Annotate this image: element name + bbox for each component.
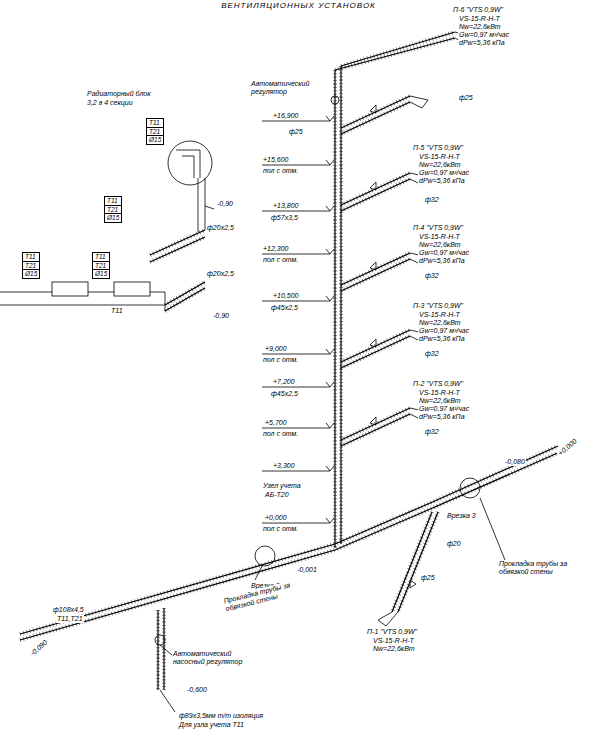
tag-cell: Ø15 [105, 214, 121, 222]
annotation-label: Автоматический регулятор [250, 80, 314, 96]
annotation-label: Т11 [110, 307, 124, 315]
annotation-label: ф32 [424, 272, 440, 280]
annotation-label: Gw=0,97 м³/час [418, 249, 470, 257]
annotation-label: ф32 [424, 350, 440, 358]
annotation-label: VS-15-R-H-T [418, 389, 461, 397]
annotation-label: ф20х2,5 [206, 224, 235, 232]
tag-cell: Т21 [23, 262, 39, 271]
annotation-label: Nw=22,6кВт [418, 241, 462, 249]
annotation-label: -0,001 [296, 566, 318, 574]
tag-cell: Т11 [93, 253, 109, 262]
annotation-label: Радиаторный блок [86, 90, 152, 98]
annotation-label: Gw=0,97 м³/час [458, 31, 510, 39]
annotation-label: -0,600 [186, 686, 208, 694]
annotation-label: П-2 "VTS 0,9W" [412, 380, 464, 388]
annotation-label: Gw=0,97 м³/час [418, 169, 470, 177]
annotation-label: Автоматический насосный регулятор [172, 650, 252, 666]
annotation-label: ф25 [458, 94, 474, 102]
tag-cell: Т11 [147, 119, 163, 128]
annotation-label: Nw=22,6кВт [418, 161, 462, 169]
annotation-label: ф20х2,5 [206, 270, 235, 278]
annotation-label: -0,090 [28, 638, 50, 658]
annotation-label: Nw=22,6кВт [418, 397, 462, 405]
tag-box: Т11Т21Ø15 [22, 252, 40, 279]
annotation-label: ф108х4,5 [52, 606, 85, 614]
sheet-title: ВЕНТИЛЯЦИОННЫХ УСТАНОВОК [0, 1, 597, 10]
annotation-label: dPw=5,36 кПа [418, 257, 466, 265]
annotation-label: Прокладка трубы за обвязкой стены [498, 560, 586, 576]
annotation-label: 3,2 в 4 секции [86, 99, 134, 107]
annotation-label: П-6 "VTS 0,9W" [452, 6, 504, 14]
annotation-label: VS-15-R-H-T [418, 153, 461, 161]
annotation-label: ф89х3,5мм т/т изоляция [178, 712, 264, 720]
annotation-label: dPw=5,36 кПа [458, 39, 506, 47]
annotation-label: -0,080 [504, 458, 526, 466]
annotation-label: dPw=5,36 кПа [418, 335, 466, 343]
annotation-label: +12,300 [262, 245, 290, 253]
annotation-label: -0,90 [216, 200, 234, 208]
annotation-label: Врезка 3 [446, 512, 477, 520]
annotation-label: +0,000 [264, 514, 288, 522]
annotation-label: Nw=22,6кВт [372, 645, 416, 653]
annotation-label: Узел учета [262, 482, 302, 490]
annotation-label: +5,700 [264, 419, 288, 427]
tag-cell: Т11 [105, 197, 121, 206]
tag-cell: Т11 [23, 253, 39, 262]
annotation-label: Nw=22,6кВт [418, 319, 462, 327]
annotation-label: VS-15-R-H-T [418, 233, 461, 241]
annotation-label: Nw=22,6кВт [458, 23, 502, 31]
annotation-label: VS-15-R-H-T [418, 311, 461, 319]
tag-cell: Т21 [93, 262, 109, 271]
annotation-label: +10,500 [272, 292, 300, 300]
annotation-label: ф45х2,5 [270, 390, 299, 398]
annotation-label: Gw=0,97 м³/час [418, 405, 470, 413]
annotation-label: VS-15-R-H-T [458, 15, 501, 23]
annotation-label: П-3 "VTS 0,9W" [412, 302, 464, 310]
annotation-label: Gw=0,97 м³/час [418, 327, 470, 335]
tag-cell: Ø15 [23, 270, 39, 278]
annotation-label: ф20 [446, 540, 462, 548]
annotation-label: пол с отм. [262, 430, 299, 438]
annotation-label: dPw=5,36 кПа [418, 177, 466, 185]
annotation-label: -0,90 [212, 312, 230, 320]
tag-cell: Т21 [105, 206, 121, 215]
annotation-label: ф45х2,5 [270, 304, 299, 312]
annotation-label: ф25 [420, 574, 436, 582]
tag-box: Т11Т21Ø15 [92, 252, 110, 279]
annotation-label: ф57х3,5 [270, 214, 299, 222]
annotation-label: П-4 "VTS 0,9W" [412, 224, 464, 232]
annotation-label: АБ-Т20 [264, 491, 290, 499]
tag-cell: Ø15 [93, 270, 109, 278]
annotation-label: dPw=5,36 кПа [418, 413, 466, 421]
annotation-label: +9,000 [264, 345, 288, 353]
annotation-label: +13,800 [272, 202, 300, 210]
annotation-label: ф32 [424, 196, 440, 204]
annotation-label: +16,900 [272, 112, 300, 120]
annotation-label: +0,000 [556, 437, 579, 458]
annotation-label: пол с отм. [262, 356, 299, 364]
annotation-label: П-5 "VTS 0,9W" [412, 144, 464, 152]
annotation-label: +7,200 [272, 378, 296, 386]
annotation-label: Для узла учета Т11 [178, 721, 245, 729]
tag-cell: Т21 [147, 128, 163, 137]
annotation-label: пол с отм. [262, 167, 299, 175]
annotation-label: Т11,Т21 [56, 615, 84, 623]
tag-box: Т11Т21Ø15 [146, 118, 164, 145]
annotation-label: ф25 [288, 128, 304, 136]
annotation-label: пол с отм. [262, 525, 299, 533]
annotation-label: VS-15-R-H-T [372, 637, 415, 645]
tag-cell: Ø15 [147, 136, 163, 144]
annotation-label: +15,600 [262, 156, 290, 164]
annotation-label: +3,300 [272, 462, 296, 470]
annotation-label: пол с отм. [262, 256, 299, 264]
annotation-label: ф32 [424, 428, 440, 436]
annotation-label: П-1 "VTS 0,9W" [366, 628, 418, 636]
tag-box: Т11Т21Ø15 [104, 196, 122, 223]
